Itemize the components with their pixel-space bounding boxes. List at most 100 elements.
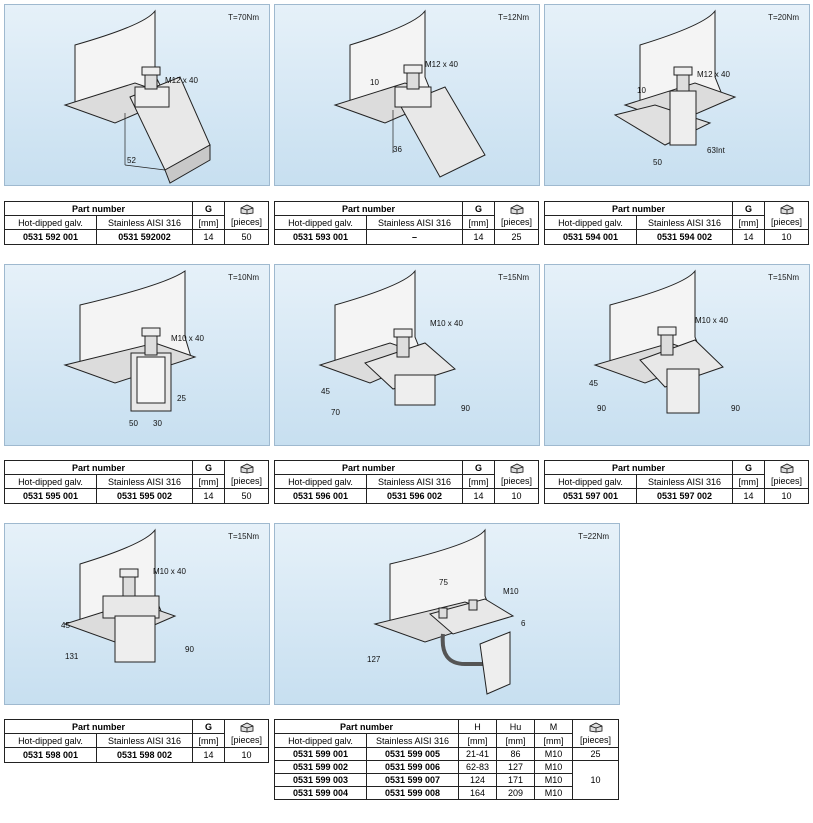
- unit-mm: [mm]: [534, 733, 574, 748]
- dim-label: 50: [129, 419, 138, 428]
- drawing-panel-6: T=15Nm M10 x 40 45 90 90: [544, 264, 810, 446]
- dim-label: 52: [127, 156, 136, 165]
- box-icon: [240, 463, 254, 474]
- pieces-header: [pieces]: [494, 201, 540, 230]
- part-number-header: Part number: [3, 719, 194, 734]
- g-header: G: [192, 201, 226, 216]
- dim-label: 36: [393, 145, 402, 154]
- h-value: 164: [458, 786, 498, 800]
- pieces-value: 25: [572, 747, 620, 761]
- pieces-header: [pieces]: [764, 460, 810, 489]
- g-value: 14: [462, 488, 496, 504]
- unit-mm: [mm]: [192, 215, 226, 230]
- stainless-part: 0531 592002: [95, 229, 194, 245]
- part-number-header: Part number: [543, 460, 734, 475]
- h-value: 62-83: [458, 760, 498, 774]
- g-value: 14: [732, 229, 766, 245]
- part-table-7: Part number G [pieces] Hot-dipped galv.S…: [3, 719, 270, 763]
- bolt-label: M12 x 40: [697, 70, 730, 79]
- stainless-part: 0531 597 002: [635, 488, 734, 504]
- hot-dipped-header: Hot-dipped galv.: [274, 215, 367, 230]
- m-value: M10: [534, 747, 574, 761]
- torque-label: T=10Nm: [228, 273, 259, 282]
- clamp-drawing: M10 x 40 25 50 30: [63, 270, 204, 428]
- m-header: M: [534, 719, 574, 734]
- m-value: M10: [534, 773, 574, 787]
- bolt-label: M10 x 40: [153, 567, 186, 576]
- dim-label: 90: [185, 645, 194, 654]
- part-table-2: Part number G [pieces] Hot-dipped galv.S…: [273, 201, 540, 245]
- dim-label: 90: [731, 404, 740, 413]
- drawing-panel-5: T=15Nm M10 x 40 45 70 90: [274, 264, 540, 446]
- hot-dipped-part: 0531 596 001: [274, 488, 367, 504]
- clamp-drawing: M10 x 40 45 131 90: [61, 528, 194, 663]
- g-header: G: [192, 460, 226, 475]
- dim-label: 63Int: [707, 146, 726, 155]
- unit-mm: [mm]: [732, 474, 766, 489]
- box-icon: [780, 204, 794, 215]
- part-table-1: Part number G [pieces] Hot-dipped galv.S…: [3, 201, 270, 245]
- unit-mm: [mm]: [496, 733, 536, 748]
- pieces-value: 10: [764, 488, 810, 504]
- dim-label: 127: [367, 655, 381, 664]
- g-value: 14: [192, 488, 226, 504]
- g-value: 14: [462, 229, 496, 245]
- hot-dipped-part: 0531 599 003: [274, 773, 367, 787]
- drawing-panel-8: T=22Nm M10 75 6 127: [274, 523, 620, 705]
- torque-label: T=70Nm: [228, 13, 259, 22]
- h-value: 124: [458, 773, 498, 787]
- dim-label: 75: [439, 578, 448, 587]
- dim-label: 45: [61, 621, 70, 630]
- dim-label: 90: [597, 404, 606, 413]
- clamp-drawing: M10 x 40 45 90 90: [589, 269, 740, 414]
- dim-label: 25: [177, 394, 186, 403]
- hu-value: 86: [496, 747, 536, 761]
- hu-value: 209: [496, 786, 536, 800]
- pieces-header: [pieces]: [224, 201, 270, 230]
- pieces-value: 10: [224, 747, 270, 763]
- torque-label: T=20Nm: [768, 13, 799, 22]
- stainless-header: Stainless AISI 316: [635, 215, 734, 230]
- torque-label: T=15Nm: [228, 532, 259, 541]
- g-value: 14: [732, 488, 766, 504]
- pieces-value: 10: [764, 229, 810, 245]
- dim-label: 10: [370, 78, 379, 87]
- stainless-header: Stainless AISI 316: [95, 474, 194, 489]
- stainless-part: 0531 599 005: [365, 747, 460, 761]
- clamp-drawing: M10 x 40 45 70 90: [318, 269, 470, 417]
- unit-mm: [mm]: [462, 215, 496, 230]
- box-icon: [510, 204, 524, 215]
- clamp-drawing: M10 75 6 127: [367, 528, 526, 695]
- stainless-part: 0531 599 007: [365, 773, 460, 787]
- stainless-part: 0531 599 006: [365, 760, 460, 774]
- g-header: G: [462, 201, 496, 216]
- stainless-part: 0531 596 002: [365, 488, 464, 504]
- hu-value: 127: [496, 760, 536, 774]
- part-table-8: Part number H Hu M [pieces] Hot-dipped g…: [273, 719, 620, 800]
- stainless-part: 0531 595 002: [95, 488, 194, 504]
- torque-label: T=15Nm: [768, 273, 799, 282]
- dim-label: 10: [637, 86, 646, 95]
- stainless-header: Stainless AISI 316: [365, 215, 464, 230]
- bolt-label: M12 x 40: [425, 60, 458, 69]
- bolt-label: M10: [503, 587, 519, 596]
- h-value: 21-41: [458, 747, 498, 761]
- clamp-drawing: M12 x 40 10 50 63Int: [613, 9, 737, 167]
- box-icon: [240, 204, 254, 215]
- pieces-value: 25: [494, 229, 540, 245]
- unit-mm: [mm]: [462, 474, 496, 489]
- dim-label: 90: [461, 404, 470, 413]
- drawing-panel-2: T=12Nm M12 x 40 10 36: [274, 4, 540, 186]
- hot-dipped-part: 0531 592 001: [4, 229, 97, 245]
- part-table-6: Part number G [pieces] Hot-dipped galv.S…: [543, 460, 810, 504]
- torque-label: T=22Nm: [578, 532, 609, 541]
- part-number-header: Part number: [273, 719, 460, 734]
- pieces-header: [pieces]: [764, 201, 810, 230]
- stainless-header: Stainless AISI 316: [365, 474, 464, 489]
- dim-label: 70: [331, 408, 340, 417]
- box-icon: [780, 463, 794, 474]
- box-icon: [510, 463, 524, 474]
- hot-dipped-part: 0531 599 004: [274, 786, 367, 800]
- part-table-4: Part number G [pieces] Hot-dipped galv.S…: [3, 460, 270, 504]
- dim-label: 45: [589, 379, 598, 388]
